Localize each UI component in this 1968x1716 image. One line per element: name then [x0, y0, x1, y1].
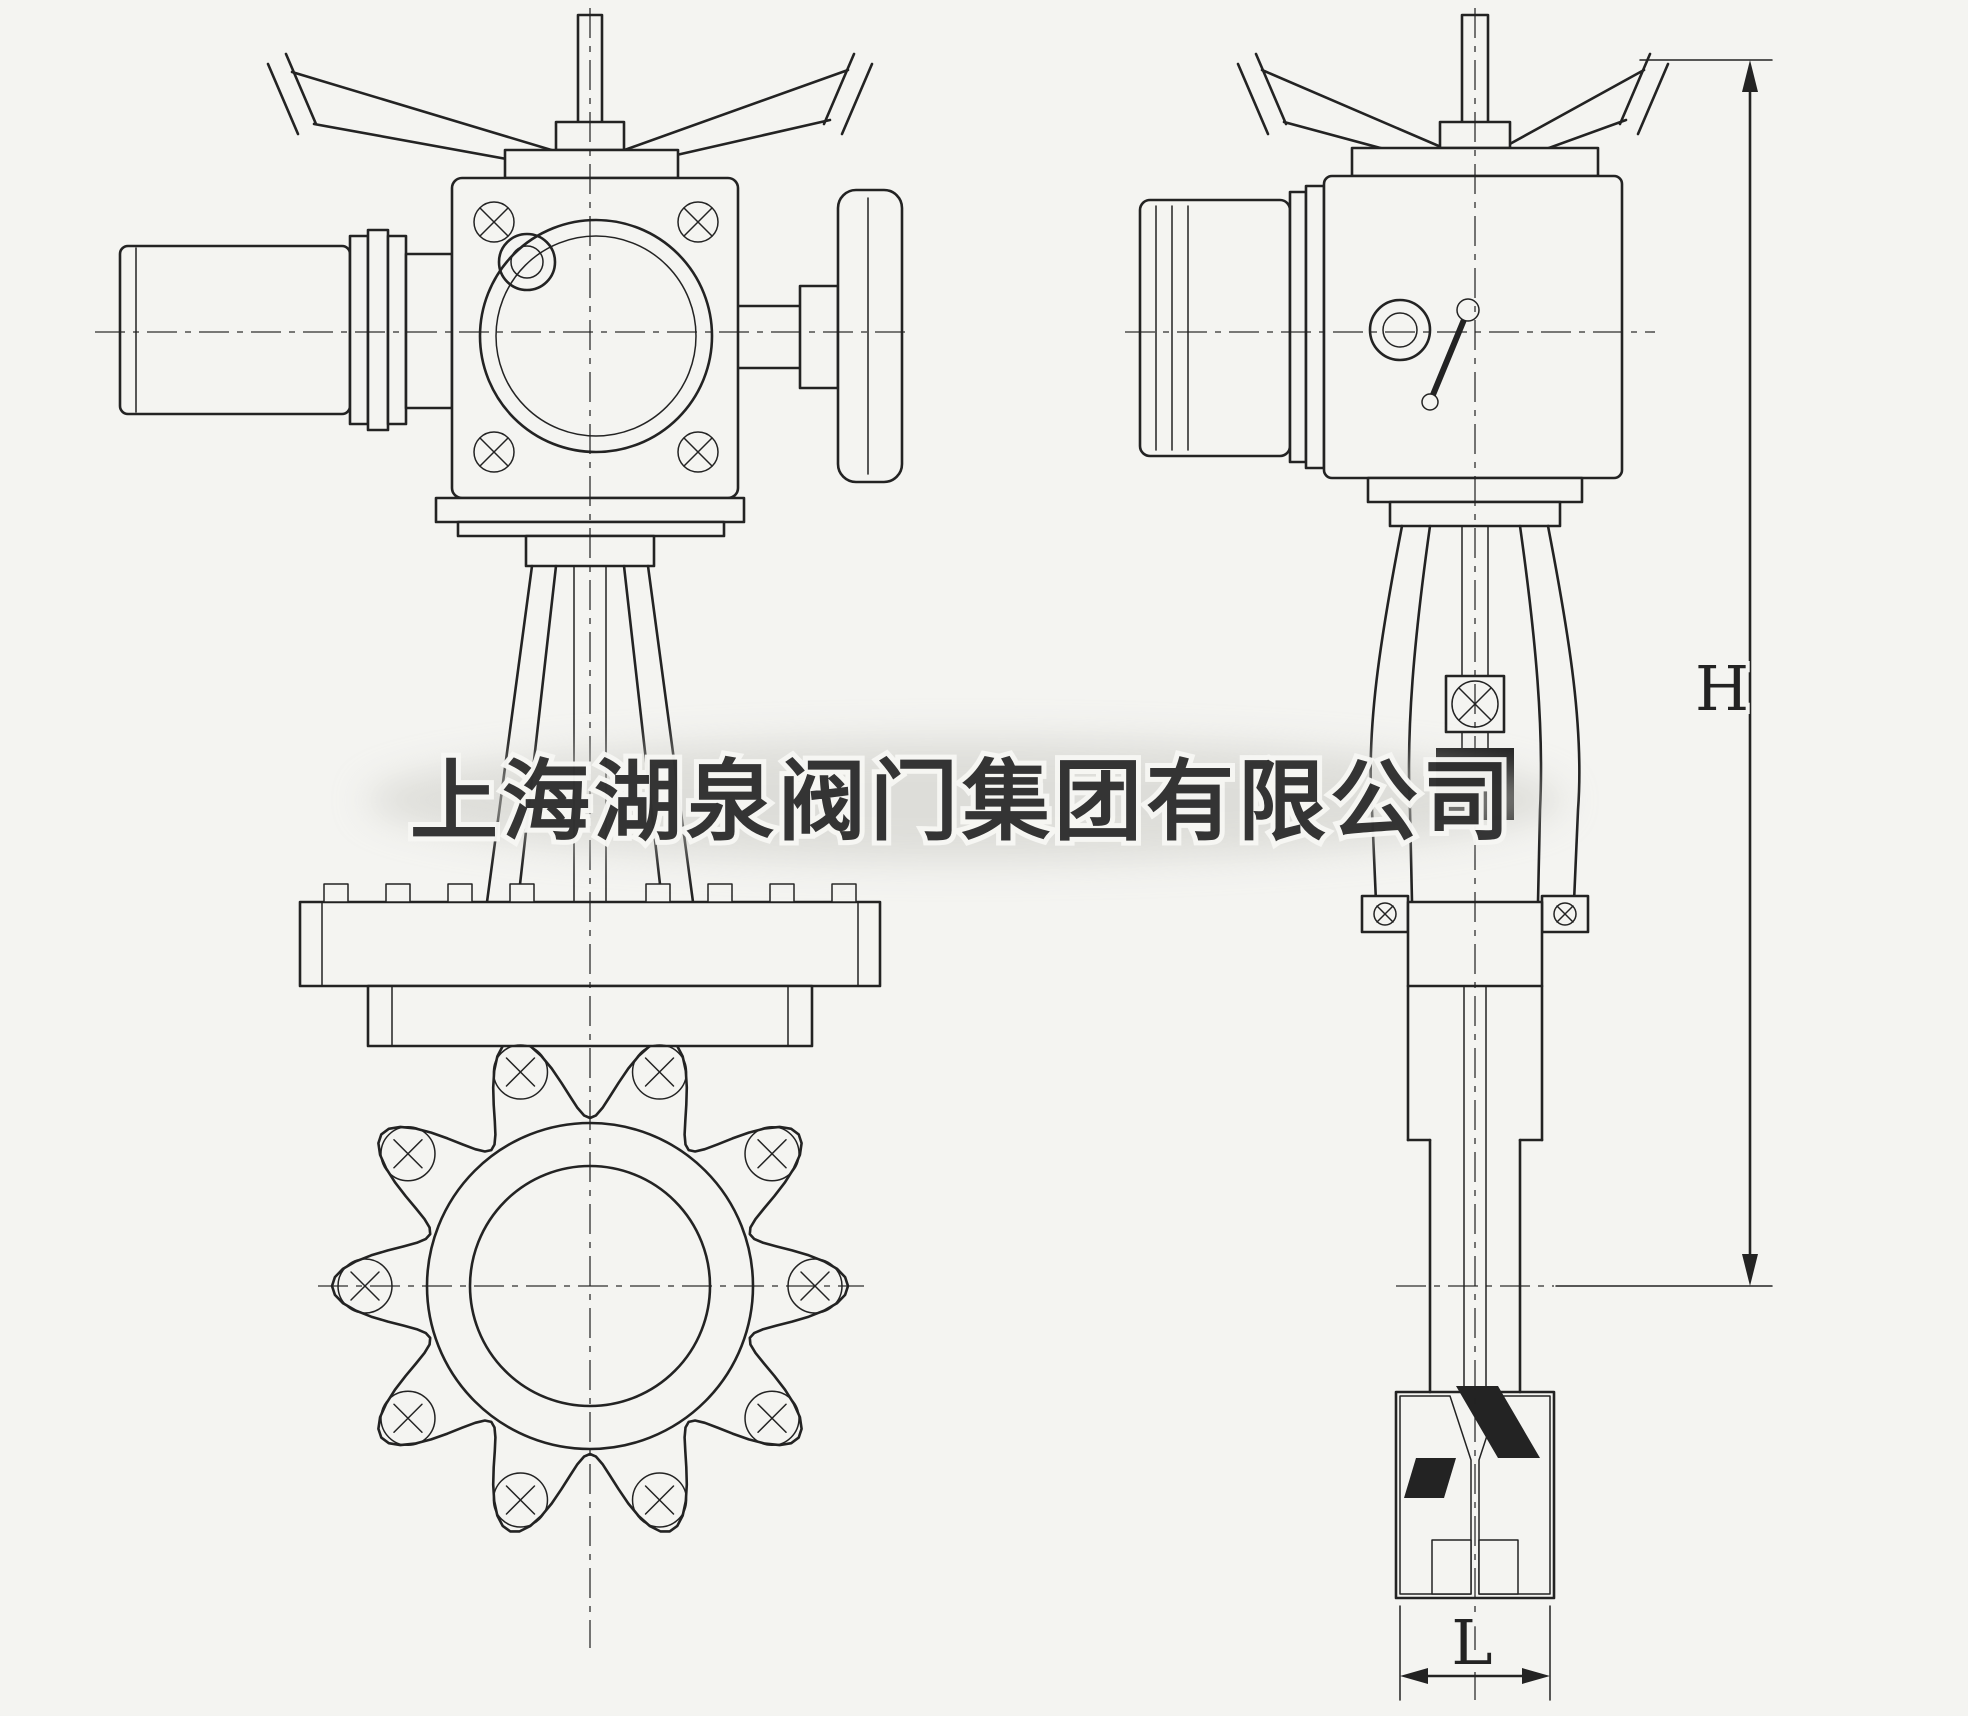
seat-insert-dark [1404, 1458, 1456, 1498]
seat-section-hatch-right [1478, 1395, 1551, 1595]
dimension-l: L [1399, 1602, 1551, 1701]
front-actuator [450, 176, 740, 500]
bolt-hole [492, 1044, 549, 1100]
side-body [1406, 984, 1544, 1394]
position-lever [1421, 298, 1480, 411]
front-view [95, 8, 908, 1648]
arrow-up-icon [1742, 60, 1758, 92]
watermark: 上海湖泉阀门集团有限公司 [365, 738, 1565, 862]
actuator-face-outer-circle [478, 218, 714, 454]
flange-studs [323, 883, 857, 903]
arrow-left-icon [1400, 1668, 1428, 1684]
bolt-hole [744, 1125, 800, 1182]
front-handwheel [266, 13, 874, 180]
actuator-face-inner-circle [495, 235, 697, 437]
dimension-h: H [1555, 59, 1773, 1287]
bolt-hole [631, 1044, 688, 1100]
watermark-text: 上海湖泉阀门集团有限公司 [410, 750, 1514, 853]
watermark-smear-band [365, 738, 1565, 862]
bolt-hole [492, 1472, 549, 1528]
side-port-outer [1368, 298, 1432, 362]
side-motor [1138, 184, 1326, 470]
side-port-inner [1382, 312, 1418, 348]
side-handwheel [1236, 13, 1670, 178]
front-motor [118, 228, 454, 432]
arrow-down-icon [1742, 1254, 1758, 1286]
indicator-port-outer [497, 232, 557, 292]
seat-section-hatch-left [1399, 1395, 1472, 1595]
front-side-handwheel [736, 188, 904, 484]
actuator-corner-screws [473, 201, 719, 473]
side-view [1125, 8, 1670, 1700]
bolt-hole [380, 1390, 436, 1447]
dimension-h-label: H [1695, 652, 1749, 725]
bolt-hole [744, 1390, 800, 1447]
arrow-right-icon [1522, 1668, 1550, 1684]
seat-wedge-dark [1456, 1386, 1540, 1458]
dimension-l-label: L [1451, 1606, 1492, 1679]
bolt-hole [380, 1125, 436, 1182]
side-centerlines [1125, 8, 1655, 1700]
side-actuator [1322, 174, 1624, 480]
bolt-hole [631, 1472, 688, 1528]
side-section [1394, 1386, 1556, 1600]
indicator-port-inner [510, 245, 544, 279]
